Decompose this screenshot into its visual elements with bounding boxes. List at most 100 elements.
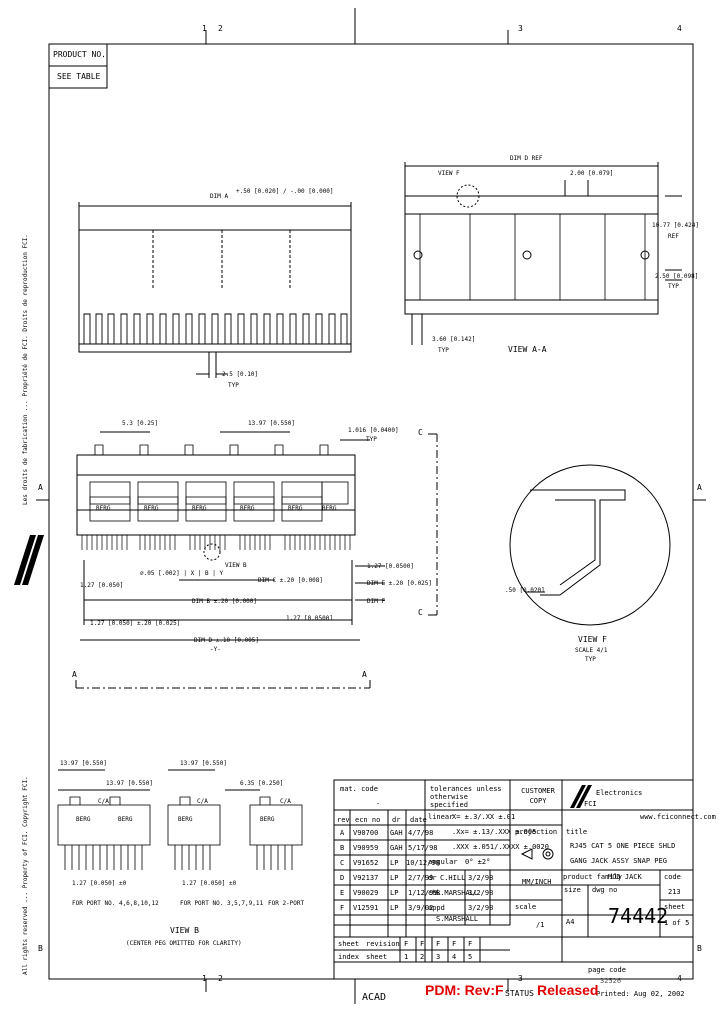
printed-date: Printed: Aug 02, 2002 (596, 990, 685, 998)
signoff-chk-date: 3/2/98 (468, 889, 494, 897)
tb-angular: angular (428, 858, 458, 866)
zone-bottom-3: 3 (518, 974, 523, 983)
zone-top-4: 4 (677, 24, 682, 33)
tb-sheet-label: sheet (664, 903, 686, 911)
vb-ca-2: C/A (197, 798, 208, 805)
pitch-typ: TYP (228, 382, 239, 389)
tb-tolerances: tolerances unless otherwise specified (430, 785, 502, 809)
sheet-num-3: 3 (436, 953, 441, 961)
dim-127a: 1.27 [0.050] (80, 582, 124, 589)
signoff-chk-role: chk (428, 889, 441, 897)
datum-y: -Y- (210, 646, 221, 653)
tb-title-2: GANG JACK ASSY SNAP PEG (570, 857, 667, 865)
tb-title-1: RJ45 CAT 5 ONE PIECE SHLD (570, 842, 676, 850)
tb-tol-ang: 0° ±2° (465, 858, 491, 866)
date-f: 3/9/02 (408, 904, 434, 912)
vb-note: (CENTER PEG OMITTED FOR CLARITY) (126, 940, 242, 947)
dim-127c-b: 1.27 [0.0500] (286, 615, 333, 622)
signoff-appd-date: 3/2/98 (468, 904, 494, 912)
dim-1016: 1.016 [0.0400] (348, 427, 399, 434)
zone-bottom-4: 4 (677, 974, 682, 983)
section-a-right: A (362, 670, 367, 679)
dim-e: DIM E ±.20 [0.025] (367, 580, 433, 587)
view-aa-label: VIEW A-A (508, 345, 547, 354)
tb-dwg-no: 74442 (608, 904, 669, 928)
sheet-rev-5: F (468, 940, 473, 948)
dim-127b: 1.27 [0.050] ±.20 [0.025] (90, 620, 181, 627)
dim-1016-typ: TYP (366, 436, 377, 443)
tb-mm-inch: MM/INCH (522, 878, 552, 886)
sheet-num-2: 2 (420, 953, 425, 961)
side-note-french: Les droits de fabrication ... Propriété … (22, 234, 29, 505)
rev-f: F (340, 904, 345, 912)
rev-e: E (340, 889, 345, 897)
tb-code-label: code (664, 873, 681, 881)
side-note-english: All rights reserved ... Property of FCI.… (22, 776, 29, 975)
fci-logo-side (14, 535, 44, 585)
dim-a-label: DIM A (210, 193, 229, 200)
tb-projection: projection (515, 828, 558, 836)
dim-250-typ: TYP (668, 283, 679, 290)
dim-c: DIM C ±.20 [0.008] (258, 577, 324, 584)
tb-prod-family-label: product family (563, 873, 623, 881)
rev-b: B (340, 844, 345, 852)
vb-port-3: FOR PORT NO. 3,5,7,9,11 (180, 900, 264, 907)
idx-sheet-row: sheet (338, 940, 360, 948)
date-d: 2/7/99 (408, 874, 434, 882)
idx-sheet: sheet (366, 953, 388, 961)
tb-title-label: title (566, 828, 588, 836)
dim-d: DIM D ±.10 [0.005] (194, 637, 260, 644)
tb-customer-copy: CUSTOMER COPY (521, 787, 555, 805)
vb-label: VIEW B (170, 926, 199, 935)
sheet-rev-1: F (404, 940, 409, 948)
tb-website: www.fciconnect.com (640, 813, 716, 821)
sheet-num-5: 5 (468, 953, 473, 961)
vb-dim-635: 6.35 [0.250] (240, 780, 284, 787)
section-a-left: A (72, 670, 77, 679)
dim-127c: 1.27 [0.0500] (367, 563, 414, 570)
view-f-scale: SCALE 4/1 (575, 647, 608, 654)
vb-dim-127: 1.27 [0.050] ±0 (72, 880, 127, 887)
vb-dim-127b: 1.27 [0.050] ±0 (182, 880, 237, 887)
signoff-dr-role: dr (428, 874, 437, 882)
dim-b: DIM B ±.20 [0.000] (192, 598, 258, 605)
dr-a: GAH (390, 829, 403, 837)
vb-berg-4: BERG (260, 816, 275, 823)
dr-f: LP (390, 904, 399, 912)
page-code-label: page code (588, 966, 626, 974)
dim-53: 5.3 [0.25] (122, 420, 159, 427)
footer-status-value: Released (537, 982, 599, 998)
dim-360: 3.60 [0.142] (432, 336, 476, 343)
vb-ca-3: C/A (280, 798, 291, 805)
view-f-label: VIEW F (578, 635, 607, 644)
sheet-rev-3: F (436, 940, 441, 948)
tb-electronics: Electronics (596, 789, 643, 797)
view-b-callout: VIEW B (225, 562, 247, 569)
berg-label-4: BERG (240, 505, 255, 512)
vb-berg-3: BERG (178, 816, 193, 823)
view-f-typ: TYP (585, 656, 596, 663)
tb-tol-xx: .Xx= ±.13/.XXX ±.005 (452, 828, 537, 836)
tb-dwg-no-label: dwg no (592, 886, 618, 894)
rev-d: D (340, 874, 345, 882)
tb-size-label: size (564, 886, 581, 894)
dim-360-typ: TYP (438, 347, 449, 354)
berg-label-1: BERG (96, 505, 111, 512)
vb-port-4: FOR PORT NO. 4,6,8,10,12 (72, 900, 159, 907)
idx-revision-row: revision (366, 940, 400, 948)
signoff-appd-role: appd (428, 904, 445, 912)
tb-mat-dash: - (376, 800, 381, 808)
date-e: 1/12/99 (408, 889, 438, 897)
tb-tol-xxx: .XXX ±.051/.XXXX ±.0020 (452, 843, 549, 851)
product-no-value: SEE TABLE (57, 72, 101, 81)
dim-1397: 13.97 [0.550] (248, 420, 295, 427)
sheet-rev-4: F (452, 940, 457, 948)
vb-dim-1397a: 13.97 [0.550] (60, 760, 107, 767)
ecn-b: V90959 (353, 844, 379, 852)
berg-label-6: BERG (322, 505, 337, 512)
sheet-num-1: 1 (404, 953, 409, 961)
ecn-col-header: ecn no (355, 816, 381, 824)
vb-ca-1: C/A (98, 798, 109, 805)
zone-left-b: B (38, 944, 43, 953)
tb-mat-code: mat. code (340, 785, 378, 793)
